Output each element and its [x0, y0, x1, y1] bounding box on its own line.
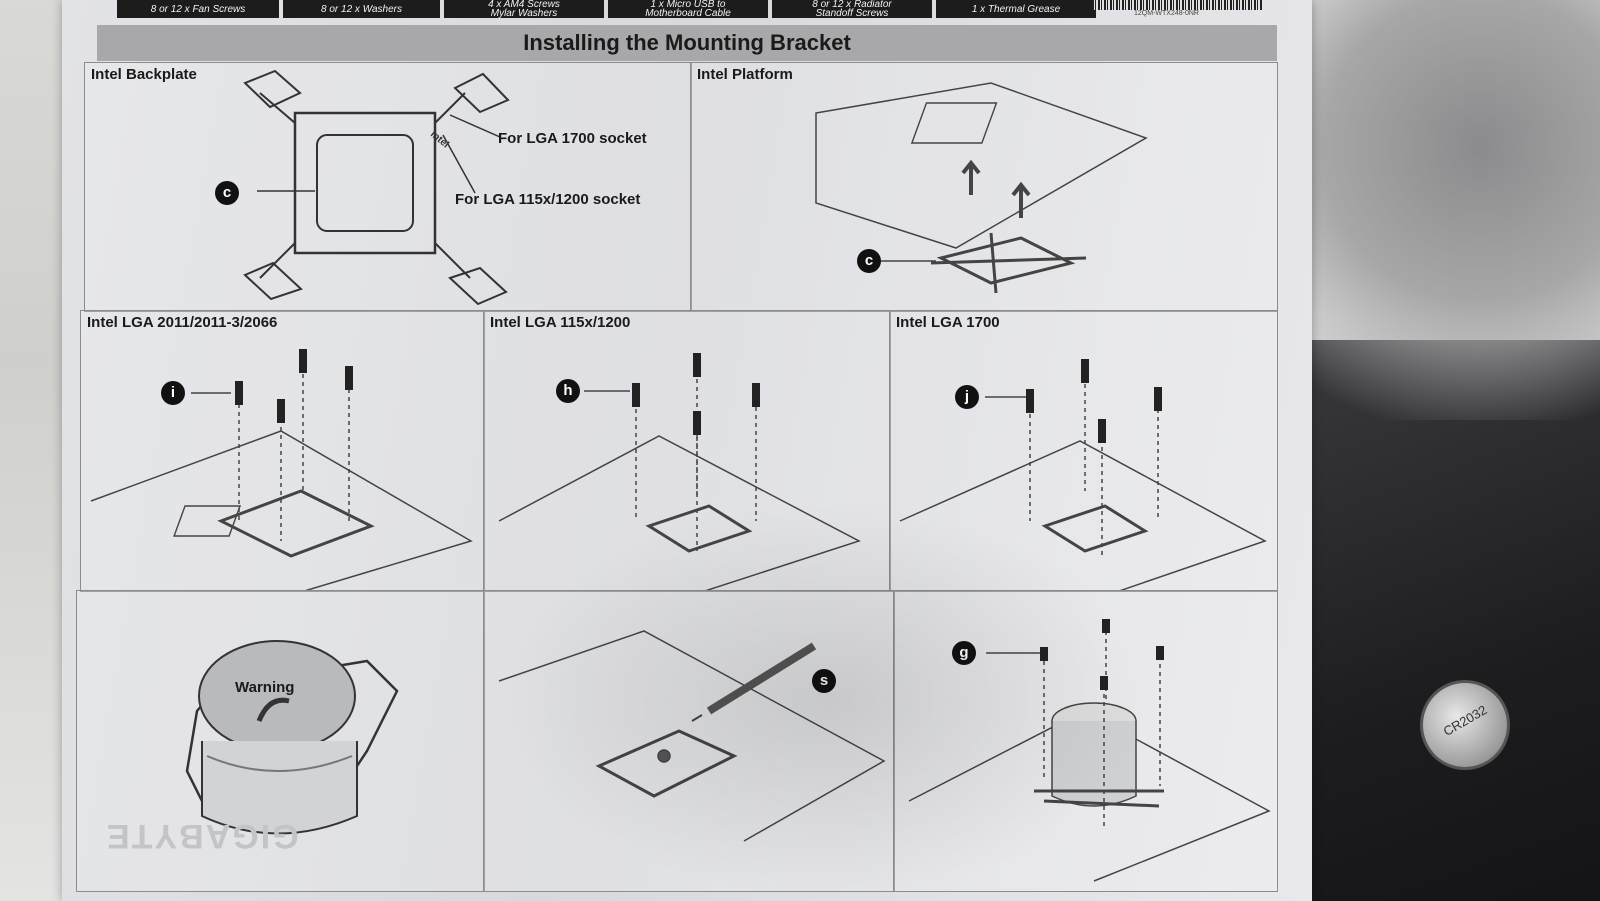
- backplate-illustration: intel: [243, 69, 510, 306]
- panel-pump-mount: g: [893, 590, 1278, 892]
- panel-label: Intel LGA 1700: [896, 314, 1000, 331]
- callout-lga115x: For LGA 115x/1200 socket: [455, 191, 641, 208]
- section-title: Installing the Mounting Bracket: [523, 30, 851, 55]
- panel-label: Intel Platform: [697, 66, 793, 83]
- panel-label: Intel LGA 2011/2011-3/2066: [87, 314, 278, 331]
- gigabyte-watermark: GIGABYTE: [105, 817, 299, 855]
- panel-pump-warning: Warning GIGABYTE: [76, 590, 485, 892]
- intel-logo: intel: [428, 129, 451, 151]
- lga1700-illustration: [899, 359, 1267, 591]
- pump-illustration: [185, 640, 399, 835]
- part-fan-screws: 8 or 12 x Fan Screws: [117, 0, 279, 18]
- badge-s: s: [812, 669, 836, 693]
- mount-illustration: [908, 619, 1271, 882]
- badge-c: c: [857, 249, 881, 273]
- panel-lga2011: Intel LGA 2011/2011-3/2066 i: [80, 310, 485, 592]
- part-washers: 8 or 12 x Washers: [283, 0, 440, 18]
- panel-thermal-grease: s: [483, 590, 895, 892]
- panel-lga115x: Intel LGA 115x/1200 h: [483, 310, 891, 592]
- lga2011-illustration: [90, 349, 473, 591]
- panel-label: Intel LGA 115x/1200: [490, 314, 631, 331]
- section-title-bar: Installing the Mounting Bracket: [97, 25, 1277, 61]
- serial-number: 12QM-WTX248-0NR: [1134, 10, 1199, 17]
- parts-list: 8 or 12 x Fan Screws 8 or 12 x Washers 4…: [117, 0, 1096, 19]
- platform-illustration: [815, 82, 1148, 294]
- grease-illustration: [498, 630, 886, 842]
- warning-label: Warning: [235, 679, 295, 696]
- panel-label: Intel Backplate: [91, 66, 197, 83]
- manual-page: 8 or 12 x Fan Screws 8 or 12 x Washers 4…: [62, 0, 1312, 901]
- badge-g: g: [952, 641, 976, 665]
- motherboard: [1300, 340, 1600, 901]
- panel-intel-backplate: Intel Backplate intel For LGA 1700 socke…: [84, 62, 692, 312]
- panel-intel-platform: Intel Platform c: [690, 62, 1278, 312]
- badge-h: h: [556, 379, 580, 403]
- badge-i: i: [161, 381, 185, 405]
- part-thermal-grease: 1 x Thermal Grease: [936, 0, 1096, 18]
- lga115x-illustration: [498, 353, 861, 591]
- badge-c: c: [215, 181, 239, 205]
- cmos-battery: CR2032: [1420, 680, 1510, 770]
- barcode: [1092, 0, 1262, 10]
- badge-j: j: [955, 385, 979, 409]
- panel-lga1700: Intel LGA 1700 j: [889, 310, 1278, 592]
- callout-lga1700: For LGA 1700 socket: [498, 130, 647, 147]
